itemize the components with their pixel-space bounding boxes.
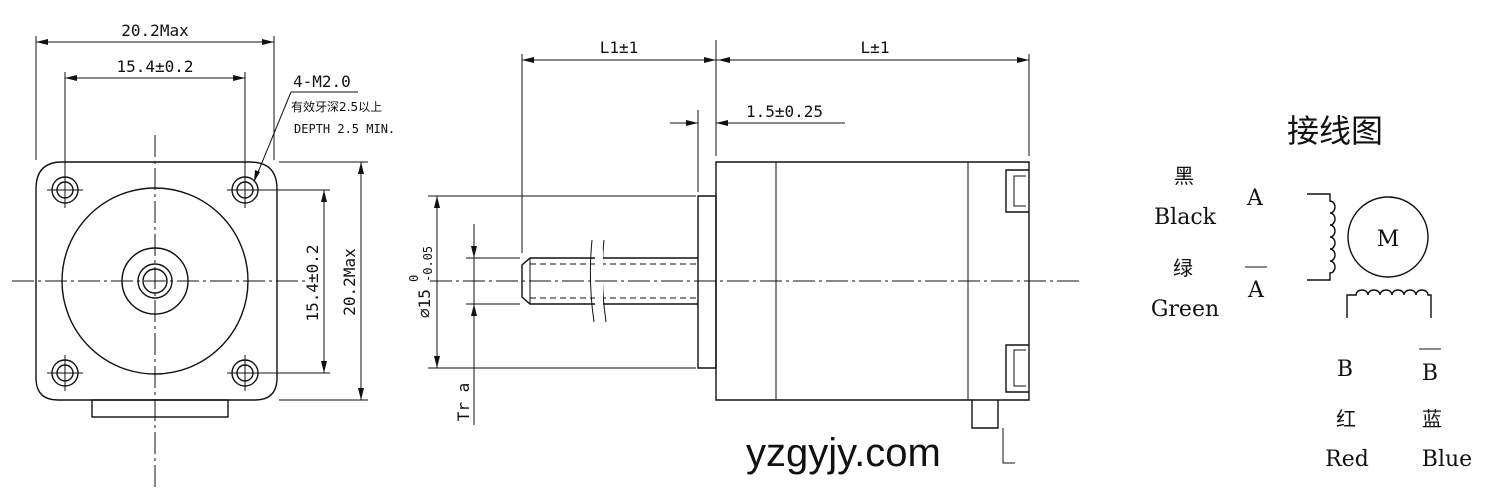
watermark: yzgyjy.com bbox=[746, 431, 941, 475]
label-blue-cn: 蓝 bbox=[1422, 407, 1442, 431]
coil-a bbox=[1307, 193, 1336, 281]
side-connector-bottom bbox=[1005, 344, 1029, 393]
dim-boss-tol-lower: -0.05 bbox=[421, 246, 435, 282]
dim-overall-width: 20.2Max bbox=[121, 21, 189, 40]
label-green-cn: 绿 bbox=[1173, 256, 1193, 280]
dim-overall-height: 20.2Max bbox=[340, 248, 359, 316]
front-bottom-tab bbox=[91, 399, 229, 418]
dim-shaft-length: L1±1 bbox=[600, 38, 639, 57]
dim-hole-spacing-h: 15.4±0.2 bbox=[116, 57, 193, 76]
thread-note-cn: 有效牙深2.5以上 bbox=[291, 99, 382, 114]
front-view: 20.2Max 15.4±0.2 15.4±0.2 20.2Max 4-M2.0… bbox=[12, 21, 395, 490]
label-red-cn: 红 bbox=[1336, 407, 1356, 431]
thread-spec: 4-M2.0 bbox=[293, 72, 351, 91]
label-blue-en: Blue bbox=[1422, 447, 1472, 472]
side-connector-top bbox=[1005, 169, 1029, 213]
label-green-en: Green bbox=[1151, 297, 1219, 322]
label-black-en: Black bbox=[1154, 205, 1217, 230]
phase-b-bar: B bbox=[1422, 361, 1438, 386]
side-view: L1±1 L±1 1.5±0.25 ⌀15 0 -0.05 Tr a bbox=[407, 38, 1080, 464]
side-boss bbox=[697, 195, 717, 369]
coil-b bbox=[1346, 289, 1432, 318]
dim-boss-tol-upper: 0 bbox=[407, 275, 421, 282]
phase-b: B bbox=[1337, 357, 1353, 382]
label-black-cn: 黑 bbox=[1174, 164, 1194, 188]
thread-note-en: DEPTH 2.5 MIN. bbox=[294, 122, 395, 136]
dim-hole-spacing-v: 15.4±0.2 bbox=[303, 244, 322, 321]
label-red-en: Red bbox=[1325, 447, 1369, 472]
dim-lead-screw: Tr a bbox=[454, 383, 473, 422]
motor-symbol bbox=[1347, 196, 1429, 278]
mounting-holes bbox=[47, 172, 263, 391]
side-bottom-lead bbox=[971, 400, 999, 429]
wiring-title: 接线图 bbox=[1287, 112, 1383, 150]
phase-a: A bbox=[1246, 186, 1264, 211]
dim-body-length: L±1 bbox=[861, 38, 890, 57]
phase-a-bar: A bbox=[1247, 278, 1265, 303]
dim-boss-diameter: ⌀15 bbox=[415, 289, 434, 318]
dim-flange-thickness: 1.5±0.25 bbox=[746, 102, 823, 121]
motor-label: M bbox=[1377, 227, 1400, 252]
front-body-outline bbox=[35, 161, 278, 401]
wiring-diagram: 接线图 黑 Black 绿 Green A A M B B 红 Red 蓝 Bl… bbox=[1151, 112, 1472, 472]
